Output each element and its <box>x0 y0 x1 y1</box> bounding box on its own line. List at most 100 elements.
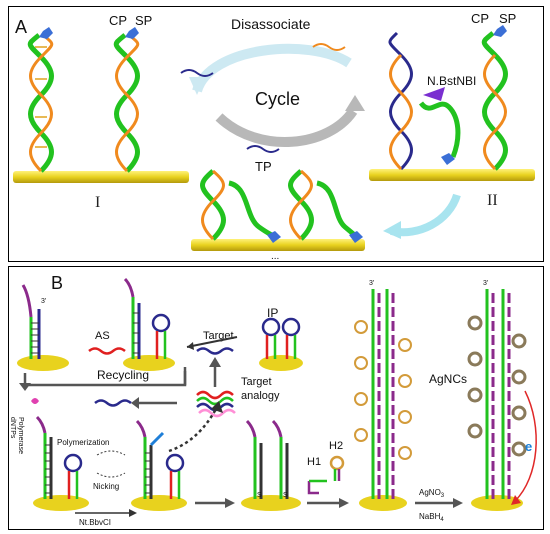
free-strand-top <box>312 43 346 51</box>
probe-duplex-6a <box>245 419 263 499</box>
ip-hairpin-2 <box>281 317 301 359</box>
three-prime-label-7: 3' <box>369 280 374 287</box>
h1-hairpin <box>307 479 327 495</box>
panel-a: A CP SP I Disassociate Cycle TP N.BstNBI <box>8 6 544 262</box>
signal-probe-marker-left-2 <box>125 27 139 39</box>
state-two-label: II <box>487 192 498 209</box>
ip-label: IP <box>267 306 278 320</box>
release-dotted-arrowhead <box>211 401 223 413</box>
helix-bottom-2 <box>288 169 314 241</box>
electron-label: e <box>525 439 532 454</box>
target-analogy-label-1: Target <box>241 376 272 388</box>
recycled-target-strand <box>94 399 132 407</box>
h1-label: H1 <box>307 456 321 468</box>
helix-bottom-1 <box>200 169 226 241</box>
probe-extended-1 <box>35 415 53 499</box>
target-arrowhead <box>187 342 194 350</box>
tp-label: TP <box>255 159 272 174</box>
recycling-arrowhead-down <box>19 383 31 391</box>
return-arrowhead <box>383 221 401 239</box>
cycle-arrowhead-bottom <box>345 95 365 111</box>
target-strand <box>246 145 280 153</box>
gold-electrode-7 <box>359 495 407 511</box>
as-label: AS <box>95 330 110 342</box>
tall-duplex-8b <box>501 289 511 499</box>
step-arrowhead-1 <box>225 498 235 508</box>
step-arrowhead-2 <box>339 498 349 508</box>
released-strand <box>418 101 461 158</box>
three-prime-label-1: 3' <box>41 298 46 305</box>
agnc-clusters <box>467 315 527 457</box>
electron-transfer-arrowhead <box>511 495 521 505</box>
agno3-label: AgNO3 <box>419 488 445 499</box>
polymerase-label: Polymerase <box>17 417 24 454</box>
agncs-label: AgNCs <box>429 372 467 386</box>
signal-marker-bottom-2 <box>349 231 363 243</box>
panel-b-diagram: B 3' AS Target IP <box>9 273 537 527</box>
panel-b-letter: B <box>51 273 63 293</box>
cycle-label: Cycle <box>255 89 300 109</box>
electron-transfer-arrow <box>514 390 537 502</box>
tall-duplex-7a <box>371 289 381 499</box>
hairpin-probe-4 <box>63 453 83 499</box>
gold-substrate-bottom <box>191 239 365 251</box>
three-prime-label-8: 3' <box>483 280 488 287</box>
ip-hairpin-1 <box>261 317 281 359</box>
loop-strand-bottom-1 <box>228 180 278 241</box>
cp-label-left: CP <box>109 13 127 28</box>
gold-electrode-4 <box>33 495 89 511</box>
gold-electrode-1 <box>17 355 69 371</box>
polymerization-label: Polymerization <box>57 438 109 447</box>
sp-label-left: SP <box>135 13 152 28</box>
cycle-arc-top <box>192 43 352 93</box>
step-arrowhead-3 <box>453 498 463 508</box>
polymerization-arrow <box>96 450 126 456</box>
panel-a-letter: A <box>15 17 27 37</box>
h2-hairpin <box>329 455 345 481</box>
release-dotted-arrow <box>168 406 219 453</box>
hairpin-probe-5 <box>165 453 185 499</box>
s-label-2: S <box>283 492 288 499</box>
recycle-return-arrowhead <box>131 397 139 409</box>
loops-7 <box>354 320 412 460</box>
probe-nicked-2 <box>135 419 165 499</box>
h2-label: H2 <box>329 440 343 452</box>
nicking-label: Nicking <box>93 482 119 491</box>
as-strand <box>88 347 126 355</box>
cycle-arrowhead-top <box>189 77 205 95</box>
nicking-base-arrowhead <box>129 509 137 517</box>
panel-a-diagram: A CP SP I Disassociate Cycle TP N.BstNBI <box>13 11 535 261</box>
helix-sp-left <box>113 33 140 173</box>
signal-probe-marker-left <box>39 27 53 39</box>
helix-sp-right <box>481 31 508 171</box>
tall-duplex-8a <box>485 289 495 499</box>
s-label-1: S <box>257 492 262 499</box>
cp-label-right: CP <box>471 11 489 26</box>
gold-electrode-6 <box>241 495 301 511</box>
nt-bbvci-label: Nt.BbvCI <box>79 518 111 527</box>
recycling-label: Recycling <box>97 368 149 382</box>
state-one-label: I <box>95 194 100 211</box>
gold-electrode-3 <box>259 355 303 371</box>
signal-probe-marker-right <box>493 25 507 37</box>
panel-b: B 3' AS Target IP <box>8 266 544 530</box>
free-strand-left <box>180 69 214 77</box>
target-analogy-label-2: analogy <box>241 390 280 402</box>
cycle-arc-bottom <box>215 107 358 147</box>
target-strand-b <box>196 347 234 355</box>
gold-substrate-left <box>13 171 189 183</box>
tall-duplex-7b <box>385 289 395 499</box>
target-arrow <box>186 336 238 348</box>
probe-duplex-6b <box>271 419 289 499</box>
dots-label: ... <box>271 251 279 261</box>
polymerase-icon <box>31 398 39 404</box>
probe-hairpin-1 <box>21 284 41 359</box>
dntps-label: dNTPs <box>9 417 16 439</box>
helix-cp-right <box>388 31 413 171</box>
gold-substrate-right <box>369 169 535 181</box>
nabh4-label: NaBH4 <box>419 512 444 523</box>
nicking-arrow <box>96 472 126 478</box>
signal-marker-released <box>441 153 455 165</box>
probe-duplex-2 <box>123 277 141 359</box>
enzyme-label: N.BstNBI <box>427 74 476 88</box>
